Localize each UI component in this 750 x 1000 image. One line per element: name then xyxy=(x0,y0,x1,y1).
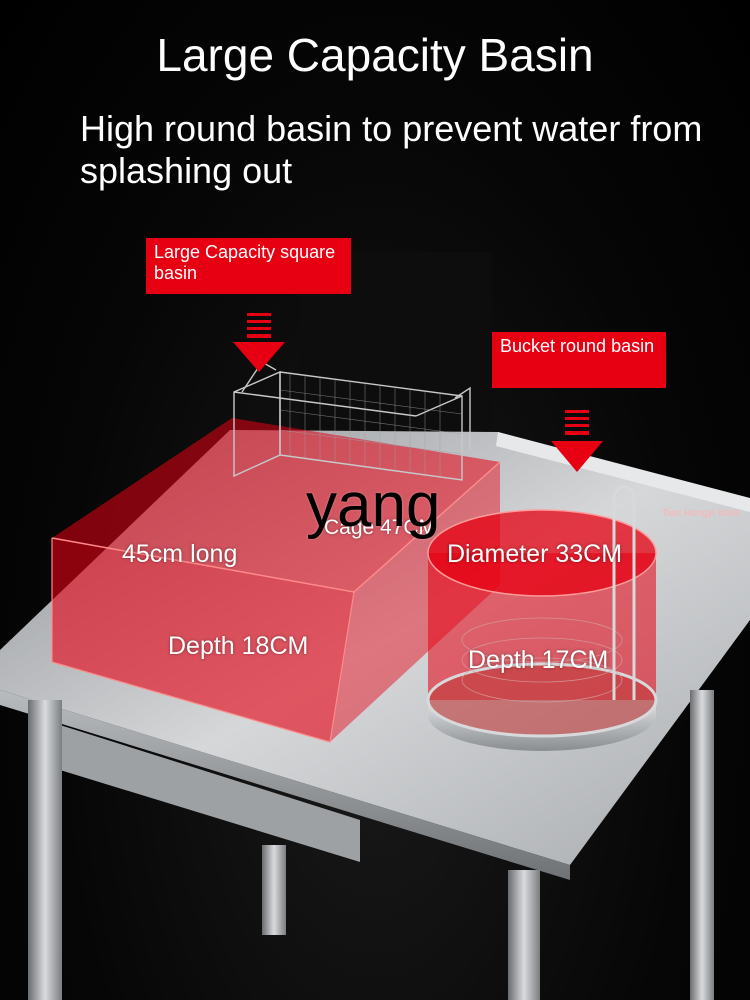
square-basin-front xyxy=(52,538,354,742)
arrow-square xyxy=(233,313,285,372)
square-depth-label: Depth 18CM xyxy=(168,632,309,660)
fry-basket-mesh xyxy=(279,373,463,476)
leg-front-right xyxy=(508,870,540,1000)
table-apron xyxy=(0,690,570,880)
arrow-round xyxy=(551,410,603,472)
leg-front-left xyxy=(28,700,62,1000)
drain-pipe xyxy=(262,845,286,935)
subheadline: High round basin to prevent water from s… xyxy=(80,108,703,191)
square-basin-callout: Large Capacity square basin xyxy=(146,238,351,294)
table-rim xyxy=(496,432,750,512)
basket-handle xyxy=(612,485,636,700)
headline: Large Capacity Basin xyxy=(156,29,594,81)
round-basin-ring xyxy=(428,700,656,751)
length-label: 45cm long xyxy=(122,540,238,568)
leg-back-right xyxy=(690,690,714,1000)
brand-mark: Tian Hongyi West xyxy=(662,508,741,519)
round-basin-top xyxy=(427,509,657,597)
cage-length-label: Cage 47CM xyxy=(324,516,437,539)
round-depth-label: Depth 17CM xyxy=(468,646,609,674)
sink-box xyxy=(60,725,360,862)
watermark: yang xyxy=(306,471,441,540)
round-basin-callout: Bucket round basin xyxy=(492,332,666,388)
back-panel xyxy=(300,252,492,480)
diameter-label: Diameter 33CM xyxy=(447,540,623,568)
square-basin-top xyxy=(52,418,500,592)
round-basket xyxy=(461,617,623,703)
fry-basket xyxy=(233,361,471,481)
